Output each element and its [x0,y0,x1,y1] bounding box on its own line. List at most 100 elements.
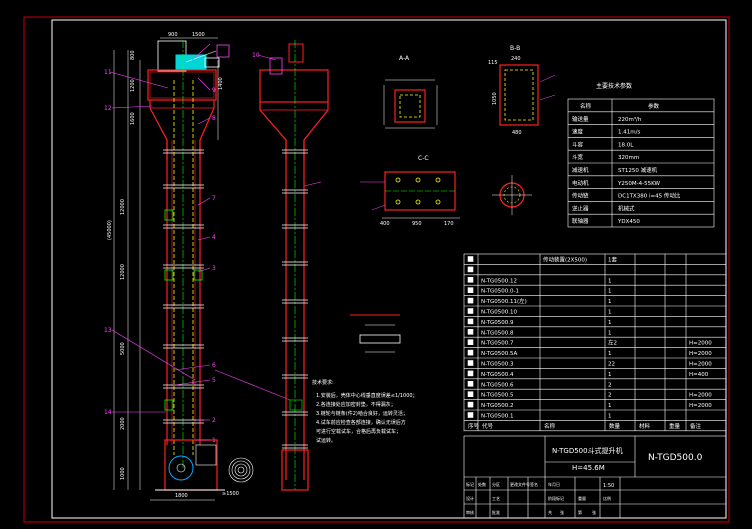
main-view-dimensions [113,37,219,501]
bom-row-marker [467,266,474,273]
bom-row-marker [467,339,474,346]
bom-cell: N-TG0500.10 [481,310,517,316]
bom-cell: 1 [608,299,612,305]
drawing-scale: 1:50 [603,483,614,489]
title-block-label: 标记 [466,481,474,487]
params-row-name: 联轴器 [572,217,589,225]
outer-frame [23,16,730,523]
params-header-value: 参数 [648,102,660,110]
title-block-label: 重量 [578,495,586,501]
title-block-label: 比例 [603,495,611,501]
bom-row-marker [467,318,474,325]
bom-cell: N-TG0500.1 [481,414,513,420]
title-block-label: 签名 [530,481,538,487]
callout-8: 8 [212,115,216,122]
callout-14: 14 [104,409,112,416]
callout-12: 12 [104,105,112,112]
bom-cell: 2 [608,393,612,399]
section-c-label: C-C [418,155,429,162]
bom-row-marker [467,297,474,304]
round-section-detail [492,175,532,215]
bom-cell: 1 [608,372,612,378]
title-block-label: 阶段标记 [548,495,564,501]
bom-cell: 1 [608,289,612,295]
bom-header-cell: 备注 [690,422,702,430]
params-row-name: 斗宽 [572,153,584,161]
bom-cell: H=2000 [689,341,712,347]
callout-4: 4 [212,234,216,241]
params-row-name: 速度 [572,128,584,136]
bom-cell: N-TG0500.5A [481,351,517,357]
callout-2: 2 [212,417,216,424]
note-line-2: 2.各连接处应加密封垫，不得漏灰； [316,401,396,408]
callout-11: 11 [104,69,112,76]
title-block-label: 张 [560,509,564,515]
bom-cell: 1 [608,351,612,357]
technical-notes: 技术要求: 1.安装后，壳体中心线垂直度误差≤1/1000； 2.各连接处应加密… [312,379,418,444]
drawing-height: H=45.6M [572,464,605,472]
dim-top-w1: 900 [168,32,178,38]
title-block-label: 年月日 [548,481,560,487]
bom-row-marker [467,412,474,418]
detail-dim-400: 400 [380,221,390,227]
dim-side-12000a: 12000 [120,199,126,215]
params-row-value: 机械式 [618,204,635,212]
bom-row-marker [467,287,474,294]
bom-header-cell: 名称 [544,422,556,430]
bom-row-marker [467,276,474,283]
params-row-value: Y250M-4-55KW [617,181,660,187]
bom-cell: H=2000 [689,351,712,357]
detail-dim-1050: 1050 [492,92,498,105]
section-b-detail: B-B 115 240 480 1050 [488,45,556,136]
bom-cell: N-TG0500.2 [481,403,513,409]
section-b-label: B-B [510,45,520,52]
dim-top-w2: 1500 [192,32,205,38]
note-line-5: 可进行空载试车，合格后再负载试车； [316,428,401,435]
params-row-value: DC1TX380 i=45 传动比 [618,192,681,200]
bom-cell: N-TG0500.7 [481,341,514,347]
title-block-label: 共 [548,509,552,515]
bom-cell: 1 [608,403,612,409]
bom-cell: N-TG0500.4 [481,372,514,378]
dim-h-1400: 1400 [218,77,224,90]
bom-cell: N-TG0500.6 [481,382,514,388]
bom-header-cell: 重量 [669,422,681,430]
bom-cell: N-TG0500.12 [481,278,517,284]
bom-header-cell: 数量 [609,422,621,430]
bom-cell: N-TG0500.8 [481,330,514,336]
bom-row-marker [467,256,474,262]
note-line-3: 3.链轮与链条(件2)啮合良好，运转灵活； [316,410,408,417]
bom-row-marker [467,360,474,366]
bom-cell: 2 [608,382,612,388]
params-title: 主要技术参数 [596,82,632,90]
bom-cell: 左2 [608,339,617,347]
bom-cell: N-TG0500.9 [481,320,514,326]
callout-6: 6 [212,362,216,369]
params-row-name: 传动链 [572,192,589,200]
dim-h-1000: 1000 [120,467,126,480]
callout-9: 9 [212,87,216,94]
title-block-label: 批准 [492,509,500,515]
params-row-value: 1.41m/s [618,130,640,136]
dim-h-1600: 1600 [130,112,136,125]
note-line-4: 4.试车前应检查各部连接，确认无误后方 [316,419,406,426]
title-block-label: 工艺 [492,496,500,501]
small-spacer-detail [350,314,401,353]
bom-row-marker [467,328,474,335]
bom-cell: 22 [608,362,615,368]
bom-cell: 1 [608,330,612,336]
callout-numbers: 11 12 13 14 1 2 3 4 5 6 7 8 9 10 [104,52,260,444]
title-block-label: 分区 [492,481,500,487]
title-block-label: 更改文件号 [510,481,530,487]
callout-leaders [109,43,322,441]
bom-row-marker [467,349,474,356]
dim-h-1200: 1200 [130,79,136,92]
params-row-value: 320mm [618,155,639,161]
bom-cell: N-TG0500.5 [481,393,514,399]
params-row-name: 逆止器 [572,204,589,212]
params-header-name: 名称 [580,102,592,110]
callout-3: 3 [212,265,216,272]
bom-cell: 1 [608,414,612,420]
drawing-number: N-TGD500.0 [648,453,703,463]
